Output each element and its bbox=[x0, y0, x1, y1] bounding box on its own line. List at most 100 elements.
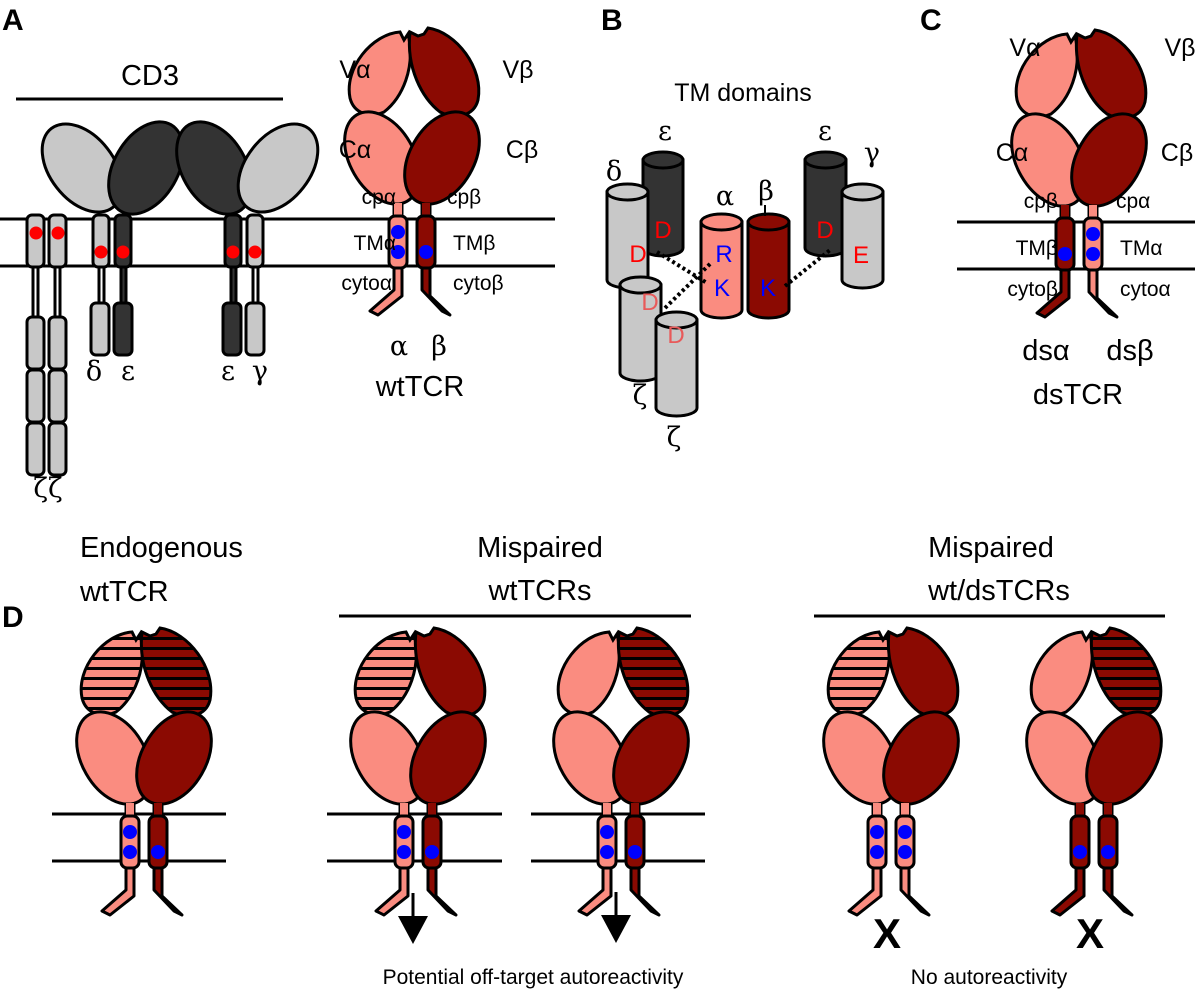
v-alpha-domain bbox=[347, 30, 412, 117]
v-beta-domain bbox=[1074, 28, 1148, 120]
c-beta-domain bbox=[1070, 112, 1148, 208]
positive-charge-dot bbox=[898, 845, 912, 859]
tm-domain bbox=[894, 814, 916, 870]
group-mispaired-wt-title-1: Mispaired bbox=[477, 532, 603, 564]
label-cp-left-c: cpβ bbox=[1024, 190, 1058, 213]
outcome-off-target-autoreactivity: Potential off-target autoreactivity bbox=[383, 966, 684, 989]
helix-gamma bbox=[840, 182, 885, 290]
label-v-alpha-c: Vα bbox=[1009, 34, 1040, 62]
label-helix-gamma: γ bbox=[864, 138, 880, 169]
endogenous-tcr bbox=[75, 626, 213, 917]
panel-letter-b: B bbox=[601, 4, 623, 37]
c-alpha-domain bbox=[1010, 112, 1088, 208]
cytoplasmic-tail bbox=[100, 866, 136, 917]
cytoplasmic-tail bbox=[374, 866, 410, 917]
label-helix-zeta-2: ζ bbox=[667, 422, 682, 453]
label-tm-right-c: TMα bbox=[1120, 237, 1162, 260]
cytoplasmic-tail bbox=[577, 866, 613, 917]
panel-letter-c: C bbox=[920, 4, 942, 37]
label-helix-zeta-1: ζ bbox=[633, 380, 648, 411]
label-c-beta-c: Cβ bbox=[1161, 139, 1193, 167]
label-c-beta: Cβ bbox=[506, 136, 538, 164]
v-alpha-domain bbox=[353, 630, 418, 717]
v-beta-domain bbox=[413, 626, 487, 718]
label-chain-alpha: α bbox=[390, 331, 408, 362]
outcome-no-autoreactivity: No autoreactivity bbox=[911, 966, 1068, 989]
residue-zeta-2-d: D bbox=[667, 322, 684, 349]
v-alpha-domain bbox=[826, 630, 891, 717]
tm-domain bbox=[1097, 814, 1119, 870]
mispaired-ds-tcr-2 bbox=[1025, 626, 1163, 917]
positive-charge-dot bbox=[151, 845, 165, 859]
positive-charge-dot bbox=[1073, 845, 1087, 859]
salt-bridge-line bbox=[655, 250, 709, 285]
tm-domain bbox=[1082, 216, 1104, 272]
c-beta-domain bbox=[882, 710, 960, 806]
label-delta: δ bbox=[86, 356, 102, 387]
group-endogenous-title-1: Endogenous bbox=[80, 532, 243, 564]
arrow-down-icon bbox=[601, 892, 631, 943]
panel-letter-d: D bbox=[2, 601, 24, 634]
cytoplasmic-tail bbox=[426, 866, 458, 917]
label-v-beta: Vβ bbox=[502, 56, 533, 84]
residue-alpha-k: K bbox=[714, 275, 730, 302]
group-endogenous-title-2: wtTCR bbox=[79, 576, 169, 608]
x-mark-icon: X bbox=[873, 910, 901, 957]
c-beta-domain bbox=[612, 710, 690, 806]
label-cp-right-c: cpα bbox=[1116, 190, 1150, 213]
label-cyto-alpha: cytoα bbox=[341, 272, 392, 295]
cd3-delta-epsilon bbox=[40, 120, 185, 357]
tm-domain bbox=[415, 214, 437, 270]
c-beta-domain bbox=[403, 110, 481, 206]
positive-charge-dot bbox=[870, 845, 884, 859]
label-c-alpha: Cα bbox=[339, 136, 372, 164]
v-alpha-domain bbox=[1014, 32, 1079, 119]
label-v-beta-c: Vβ bbox=[1164, 34, 1195, 62]
residue-epsilon-right-d: D bbox=[816, 217, 833, 244]
tm-domains-title: TM domains bbox=[674, 79, 812, 107]
positive-charge-dot bbox=[1101, 845, 1115, 859]
cytoplasmic-tail bbox=[368, 266, 404, 317]
cytoplasmic-tail bbox=[1102, 866, 1134, 917]
label-chain-beta: β bbox=[431, 331, 447, 362]
label-helix-beta: β bbox=[758, 176, 774, 207]
tm-domain bbox=[393, 814, 415, 870]
c-alpha-domain bbox=[75, 710, 153, 806]
positive-charge-dot bbox=[391, 225, 405, 239]
ds-tcr-c bbox=[1010, 28, 1148, 319]
panel-d: D Endogenous wtTCR Mispaired wtTCRs Pote… bbox=[2, 532, 1165, 989]
c-alpha-domain bbox=[343, 110, 421, 206]
c-alpha-domain bbox=[822, 710, 900, 806]
v-beta-domain bbox=[407, 26, 481, 118]
label-cyto-beta: cytoβ bbox=[453, 272, 504, 295]
wt-tcr-a bbox=[343, 26, 481, 317]
positive-charge-dot bbox=[1086, 247, 1100, 261]
positive-charge-dot bbox=[600, 845, 614, 859]
helix-delta bbox=[605, 182, 650, 290]
positive-charge-dot bbox=[1058, 247, 1072, 261]
helix-zeta-2 bbox=[654, 310, 699, 418]
helix-alpha bbox=[699, 212, 744, 320]
v-beta-domain bbox=[616, 626, 690, 718]
mispaired-wt-tcr-2 bbox=[552, 626, 690, 917]
positive-charge-dot bbox=[425, 845, 439, 859]
label-c-alpha-c: Cα bbox=[996, 139, 1029, 167]
cd3-epsilon-gamma bbox=[175, 120, 320, 357]
tm-domain bbox=[421, 814, 443, 870]
group-mispaired-ds-title-1: Mispaired bbox=[928, 532, 1054, 564]
cytoplasmic-tail bbox=[847, 866, 883, 917]
caption-dstcr: dsTCR bbox=[1033, 379, 1123, 411]
label-ds-alpha: dsα bbox=[1022, 335, 1069, 367]
residue-beta-k: K bbox=[760, 275, 776, 302]
v-beta-domain bbox=[1089, 626, 1163, 718]
cytoplasmic-tail bbox=[1050, 866, 1086, 917]
positive-charge-dot bbox=[1086, 227, 1100, 241]
cytoplasmic-tail bbox=[152, 866, 184, 917]
x-mark-icon: X bbox=[1076, 910, 1104, 957]
group-mispaired-wt-title-2: wtTCRs bbox=[487, 575, 591, 607]
positive-charge-dot bbox=[123, 825, 137, 839]
panel-a: A CD3 ζζ bbox=[0, 4, 555, 504]
tm-domain bbox=[596, 814, 618, 870]
panel-letter-a: A bbox=[2, 4, 24, 37]
